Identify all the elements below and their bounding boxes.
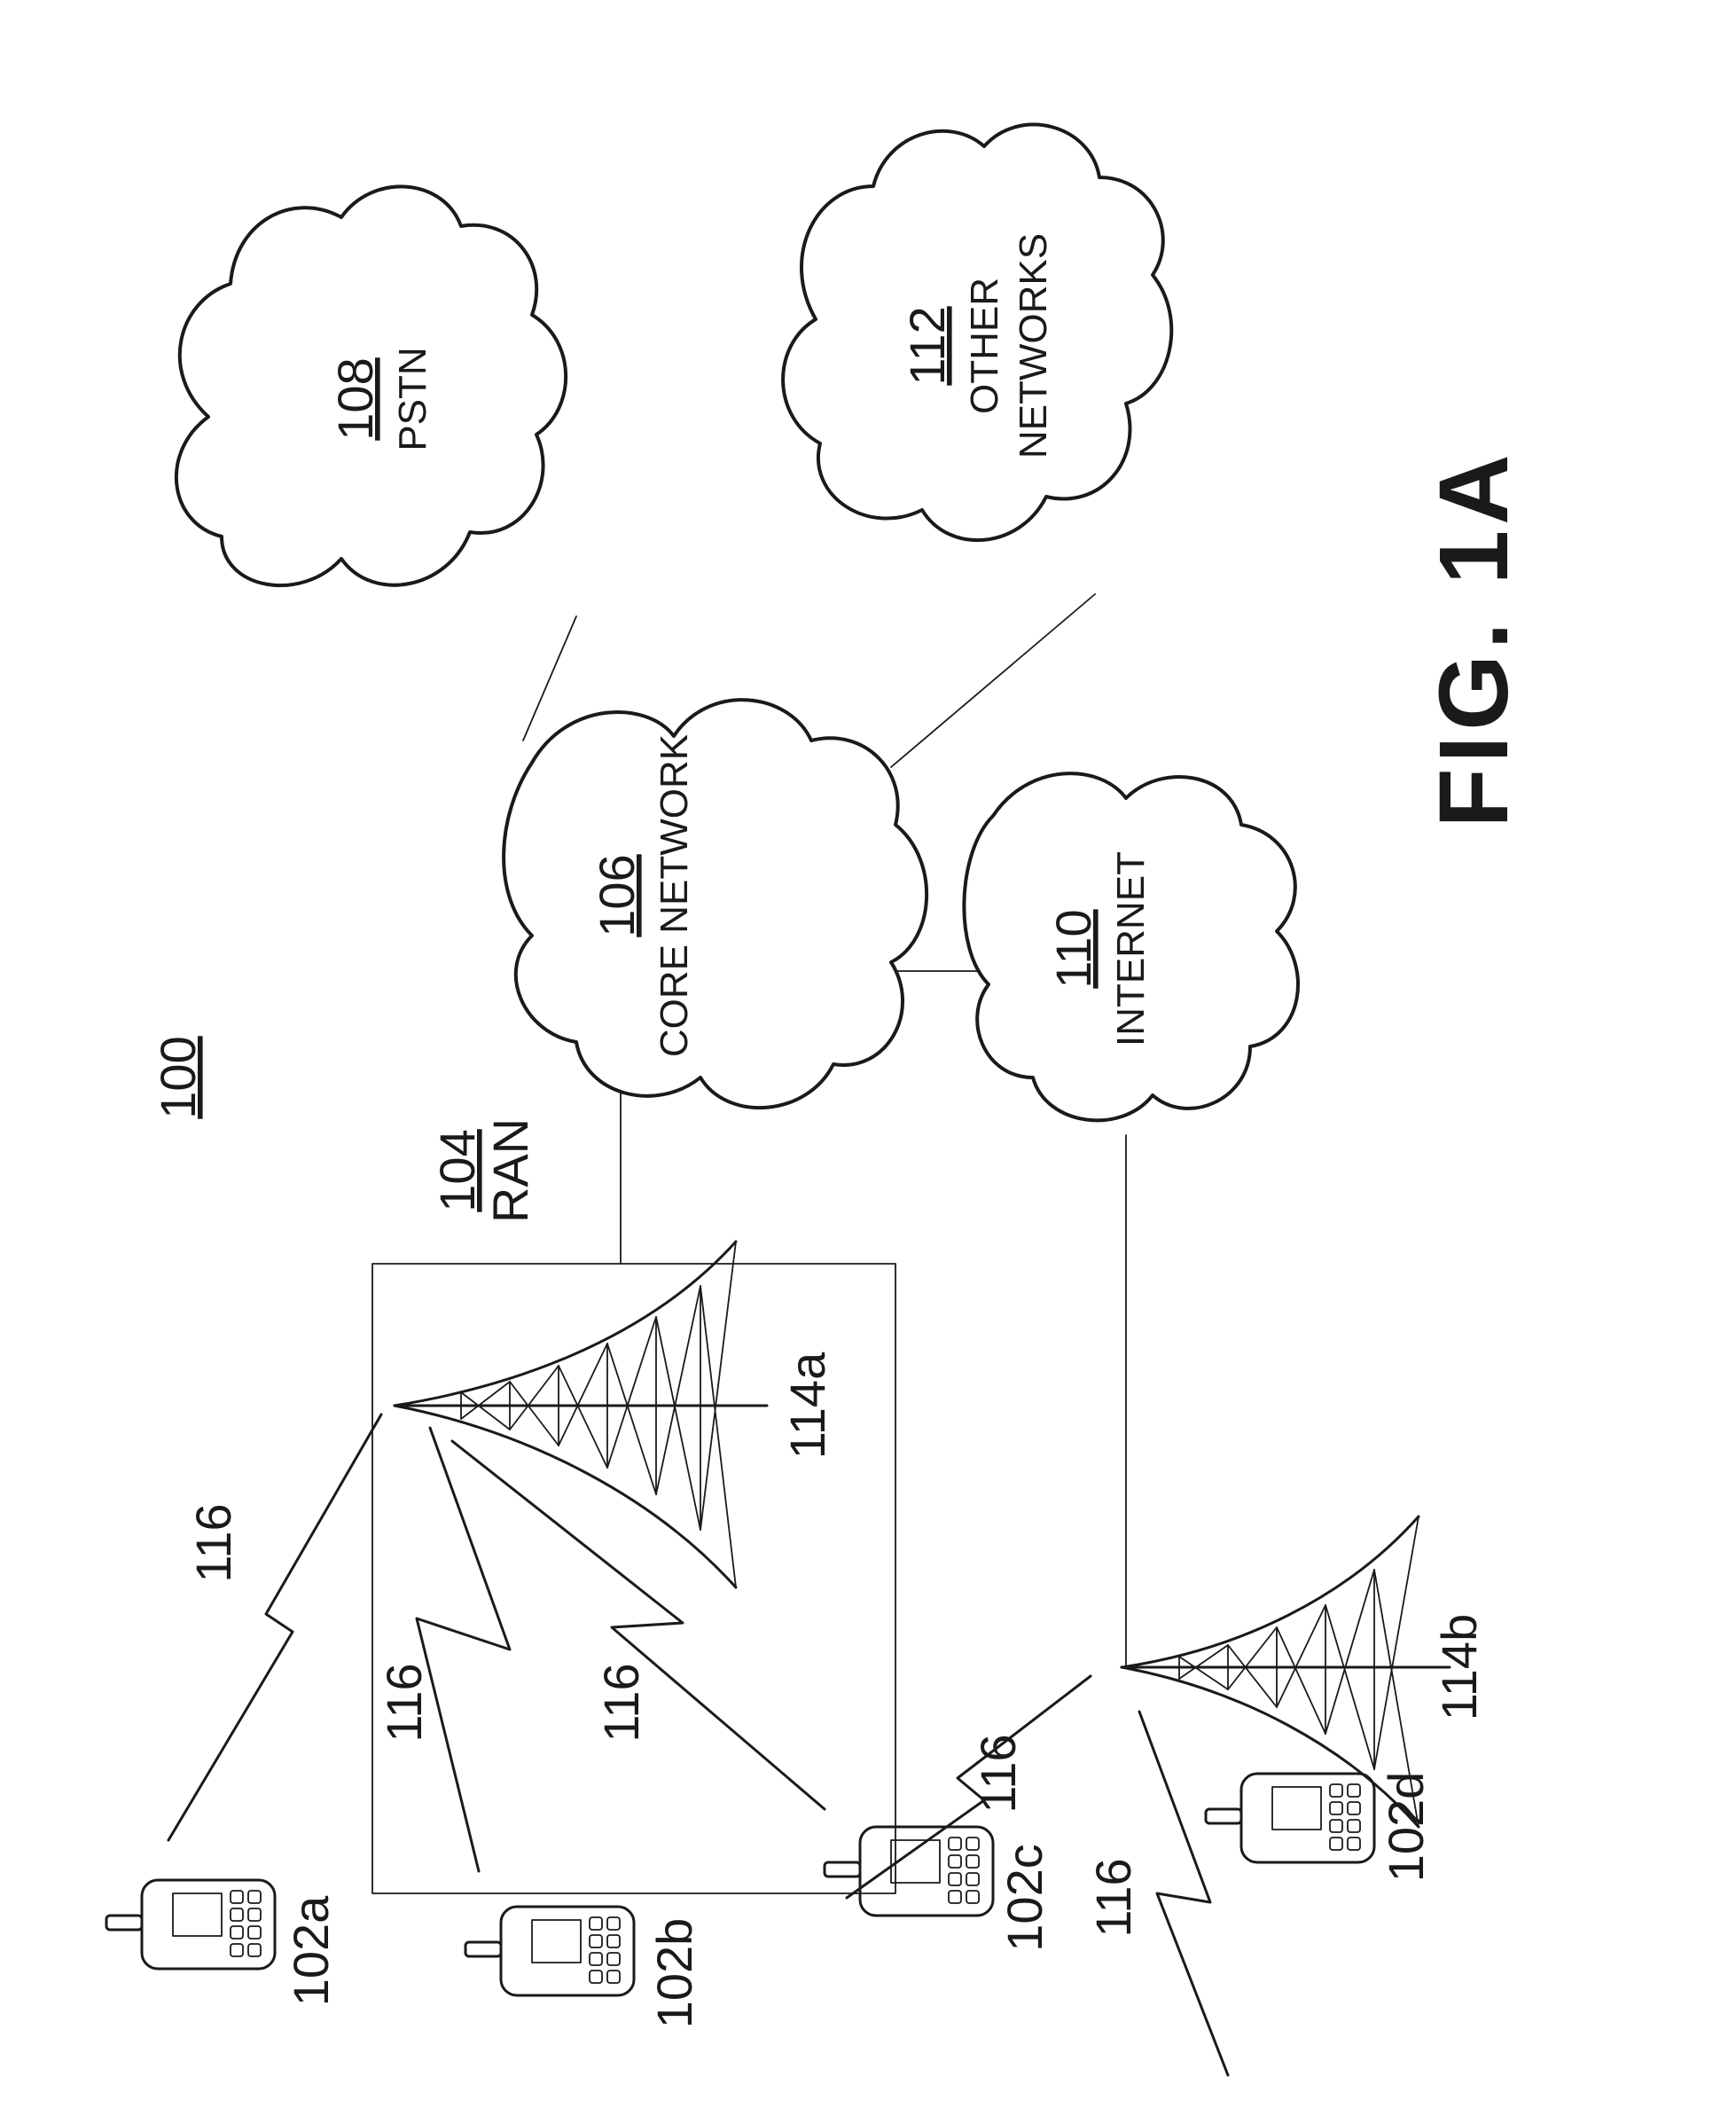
mobile-phone-icon xyxy=(465,1907,634,1995)
other-networks-ref: 112 xyxy=(899,306,955,385)
lightning-link-icon xyxy=(1139,1712,1228,2075)
ran-ref: 104 xyxy=(429,1129,485,1211)
figure-label: FIG. 1A xyxy=(1419,449,1529,827)
link-label-5: 116 xyxy=(1085,1858,1141,1937)
cell-tower-icon: 114a xyxy=(395,1242,835,1587)
cloud-icon xyxy=(504,700,927,1108)
device-102c: 102c xyxy=(825,1827,1052,1952)
link-label-4: 116 xyxy=(970,1734,1026,1813)
tower-a-ref: 114a xyxy=(779,1352,835,1459)
link-label-1: 116 xyxy=(185,1503,241,1582)
device-102d: 102d xyxy=(1206,1772,1434,1883)
tower-b-ref: 114b xyxy=(1431,1614,1487,1720)
link-label-3: 116 xyxy=(593,1663,649,1742)
core-network-ref: 106 xyxy=(589,854,645,936)
device-c-ref: 102c xyxy=(997,1844,1052,1951)
mobile-phone-icon xyxy=(106,1880,275,1969)
mobile-phone-icon xyxy=(825,1827,993,1916)
other-networks-label-2: NETWORKS xyxy=(1012,233,1055,458)
core-to-pstn-line xyxy=(523,616,576,741)
core-network-label: CORE NETWORK xyxy=(653,734,696,1057)
other-networks-cloud: 112 OTHER NETWORKS xyxy=(783,124,1171,540)
pstn-label: PSTN xyxy=(391,347,434,451)
device-102a: 102a xyxy=(106,1880,339,2006)
mobile-phone-icon xyxy=(1206,1774,1374,1862)
device-102b: 102b xyxy=(465,1907,702,2028)
lightning-link-icon xyxy=(847,1676,1091,1898)
lightning-link-icon xyxy=(417,1428,510,1871)
system-ref: 100 xyxy=(150,1036,206,1118)
ran-label: RAN xyxy=(482,1118,538,1223)
lightning-link-icon xyxy=(452,1441,825,1809)
pstn-ref: 108 xyxy=(327,357,383,440)
internet-label: INTERNET xyxy=(1109,851,1153,1046)
device-b-ref: 102b xyxy=(646,1918,702,2029)
other-networks-label-1: OTHER xyxy=(963,278,1006,414)
lightning-link-icon xyxy=(168,1414,381,1840)
internet-cloud: 110 INTERNET xyxy=(964,773,1298,1120)
tower-a-lattice xyxy=(461,1242,736,1587)
link-label-2: 116 xyxy=(376,1663,432,1742)
pstn-cloud: 108 PSTN xyxy=(176,186,566,585)
ran-box: 104 RAN xyxy=(372,1118,895,1893)
device-a-ref: 102a xyxy=(283,1895,339,2006)
device-d-ref: 102d xyxy=(1378,1772,1434,1883)
core-to-other-line xyxy=(891,594,1095,767)
core-network-cloud: 106 CORE NETWORK xyxy=(504,700,927,1108)
internet-ref: 110 xyxy=(1045,909,1101,988)
